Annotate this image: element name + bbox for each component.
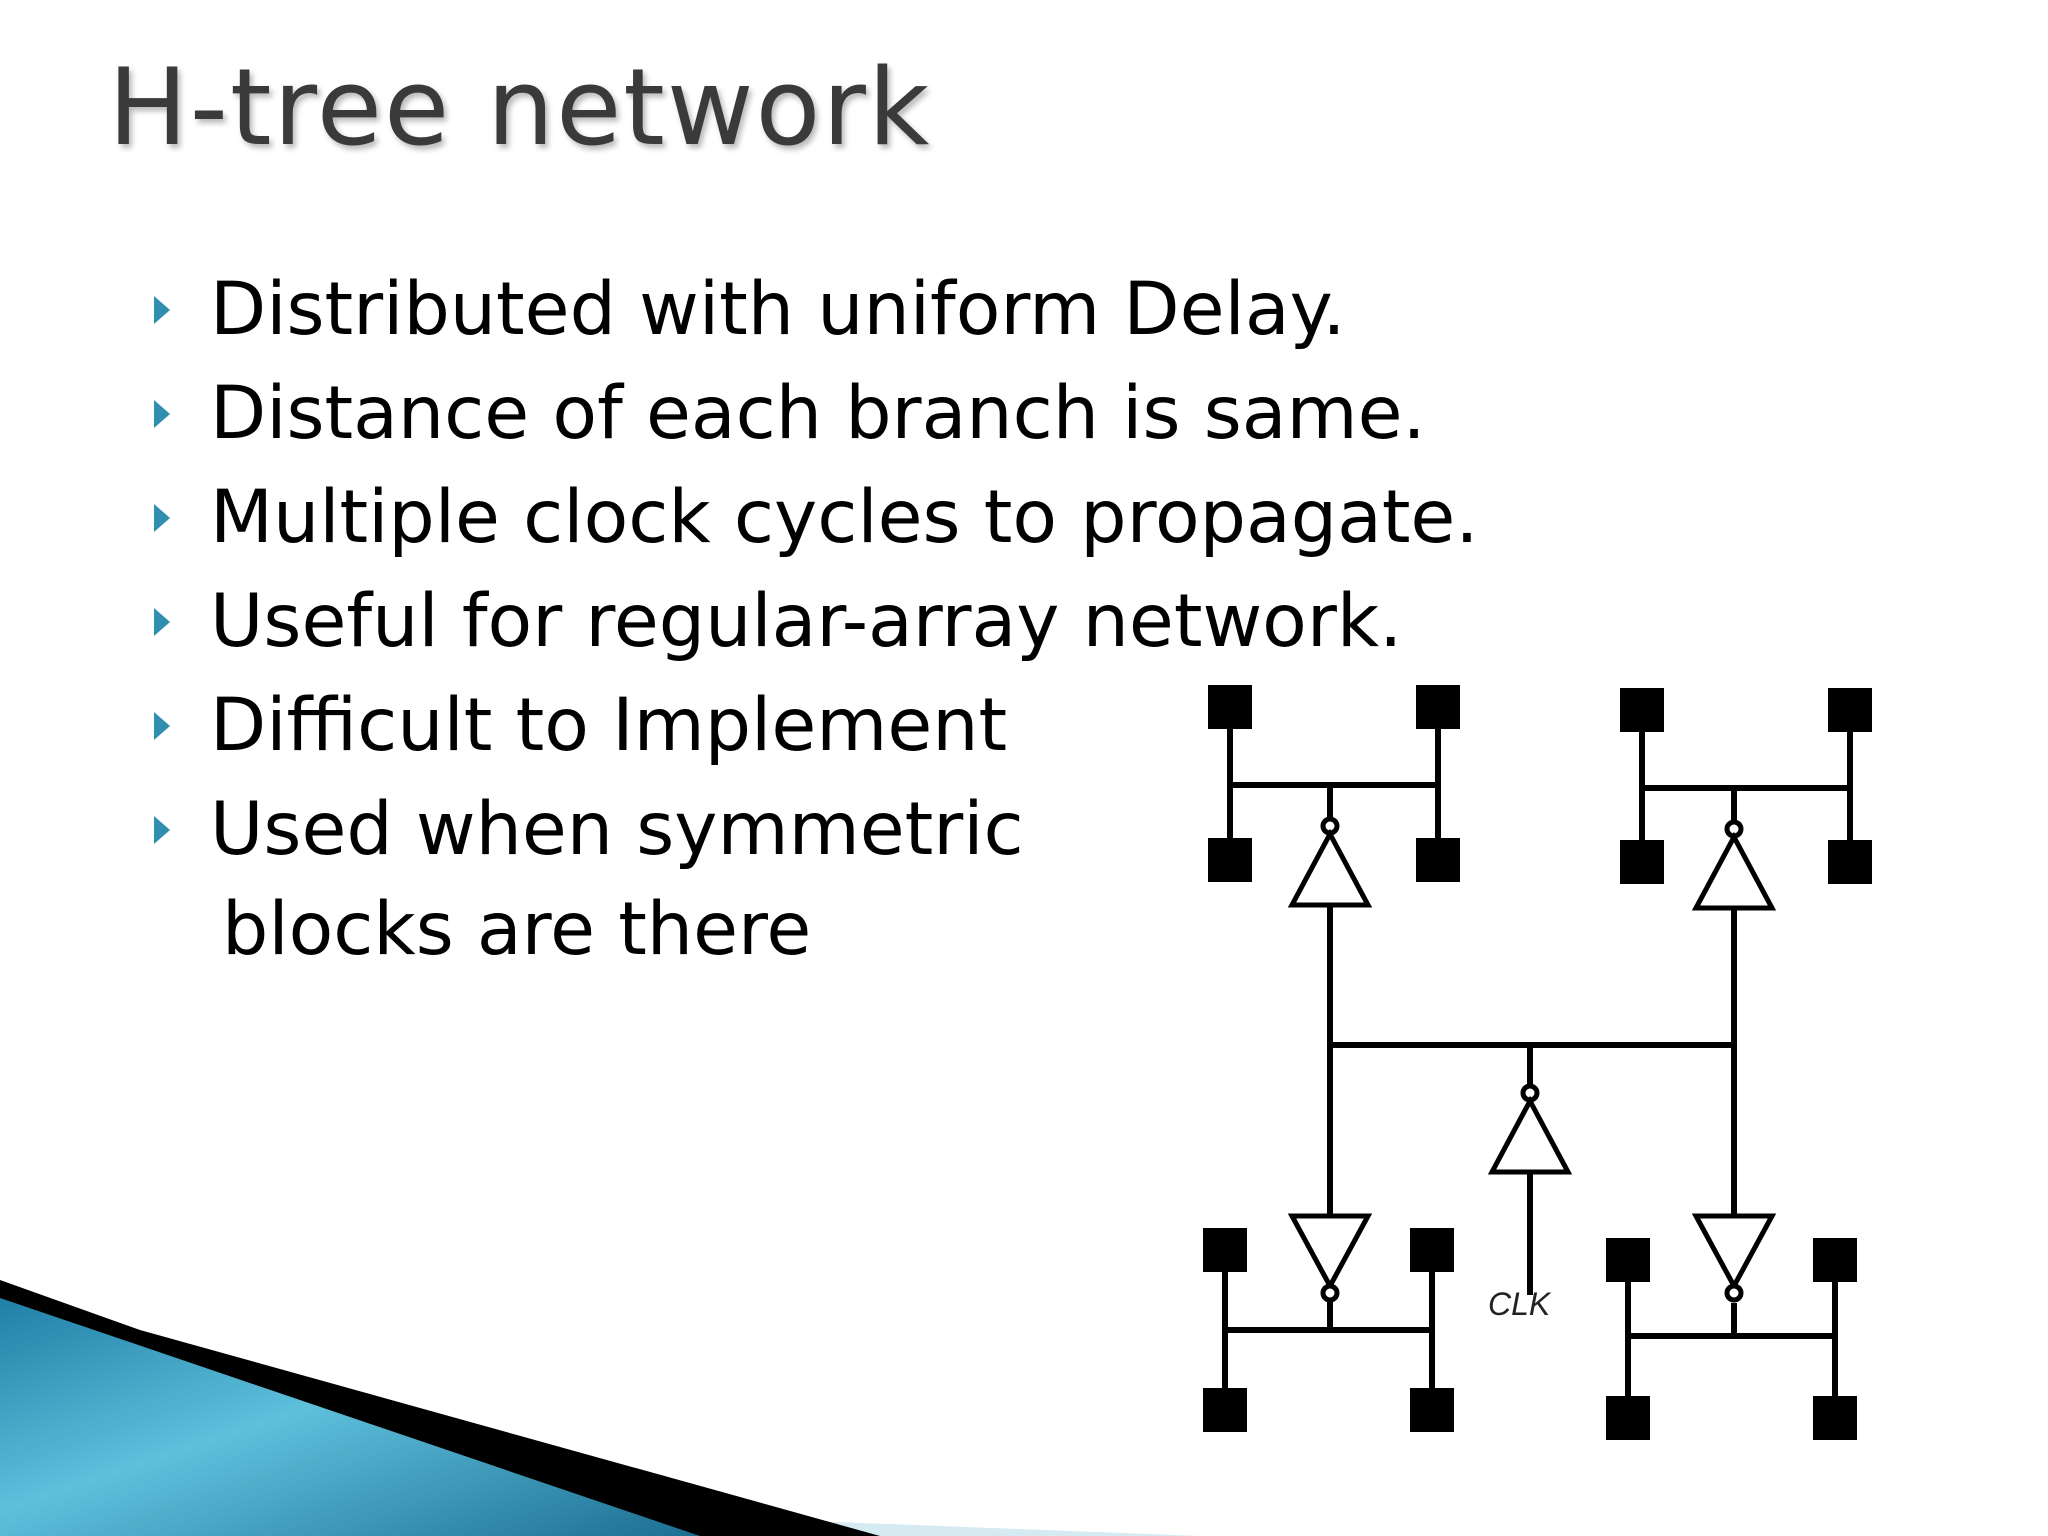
buffer-top-left xyxy=(1287,816,1373,908)
bullet-text: Useful for regular-array network. xyxy=(210,579,1403,664)
bullet-continuation: blocks are there xyxy=(222,887,812,972)
leaf-block xyxy=(1203,1388,1247,1432)
corner-swoosh-decoration xyxy=(0,1280,1200,1536)
bullet-arrow-icon xyxy=(154,504,170,532)
leaf-block xyxy=(1203,1228,1247,1272)
clock-label: CLK xyxy=(1488,1286,1552,1322)
bullet-arrow-icon xyxy=(154,712,170,740)
bullet-text: Difficult to Implement xyxy=(210,683,1008,768)
h-cell-top-left xyxy=(1227,702,1441,863)
bullet-text: Used when symmetric xyxy=(210,787,1024,872)
leaf-block xyxy=(1606,1396,1650,1440)
bullet-arrow-icon xyxy=(154,400,170,428)
leaf-block xyxy=(1208,685,1252,729)
bullet-arrow-icon xyxy=(154,816,170,844)
bullet-text: Multiple clock cycles to propagate. xyxy=(210,475,1479,560)
leaf-block xyxy=(1410,1228,1454,1272)
leaf-block xyxy=(1416,838,1460,882)
leaf-block xyxy=(1620,840,1664,884)
buffer-bottom-right xyxy=(1691,1213,1777,1303)
h-tree-diagram: CLK xyxy=(1203,685,1872,1440)
bullet-text: Distance of each branch is same. xyxy=(210,371,1426,456)
leaf-block xyxy=(1208,838,1252,882)
leaf-block xyxy=(1828,840,1872,884)
leaf-block xyxy=(1828,688,1872,732)
h-cell-top-right xyxy=(1639,702,1853,863)
leaf-block xyxy=(1813,1238,1857,1282)
bullet-arrow-icon xyxy=(154,608,170,636)
leaf-block xyxy=(1606,1238,1650,1282)
buffer-bottom-left xyxy=(1287,1213,1373,1303)
slide-title: H-tree network xyxy=(108,46,932,169)
bullet-text: Distributed with uniform Delay. xyxy=(210,267,1346,352)
leaf-block xyxy=(1410,1388,1454,1432)
h-trunk xyxy=(1327,892,1737,1295)
buffer-top-right xyxy=(1691,819,1777,911)
leaf-block xyxy=(1416,685,1460,729)
bullet-arrow-icon xyxy=(154,296,170,324)
leaf-block xyxy=(1813,1396,1857,1440)
leaf-block xyxy=(1620,688,1664,732)
buffer-center xyxy=(1487,1083,1573,1175)
